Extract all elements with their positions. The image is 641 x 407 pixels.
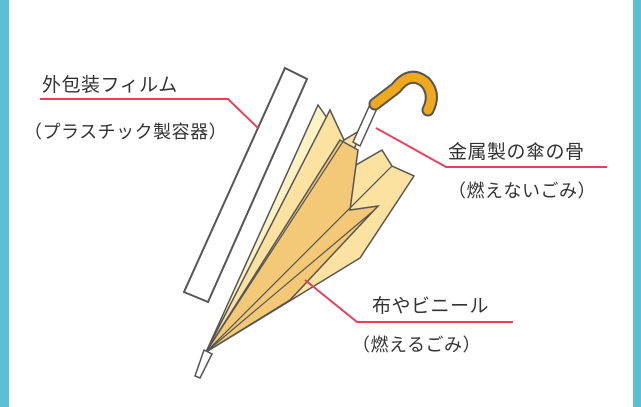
right-frame-bar (633, 0, 641, 407)
left-frame-bar (0, 0, 9, 407)
leader-line-film (40, 98, 259, 129)
film-label: 外包装フィルム (42, 74, 178, 96)
cloth-label: 布やビニール (372, 295, 490, 317)
film-sublabel: （プラスチック製容器） (24, 122, 228, 143)
canopy-panel-front (205, 139, 381, 353)
leader-line-ribs (375, 127, 607, 168)
ribs-label: 金属製の傘の骨 (448, 141, 585, 163)
leader-line-cloth (304, 279, 513, 323)
film-sleeve (182, 66, 309, 304)
canopy-fold-line (205, 165, 393, 353)
canopy-fold-line (205, 211, 373, 353)
canopy-fold-line (205, 139, 345, 353)
umbrella-tip (194, 348, 214, 379)
ribs-sublabel: （燃えないごみ） (448, 181, 596, 202)
umbrella-handle-fill (370, 72, 436, 115)
cloth-sublabel: （燃えるごみ） (352, 335, 481, 356)
